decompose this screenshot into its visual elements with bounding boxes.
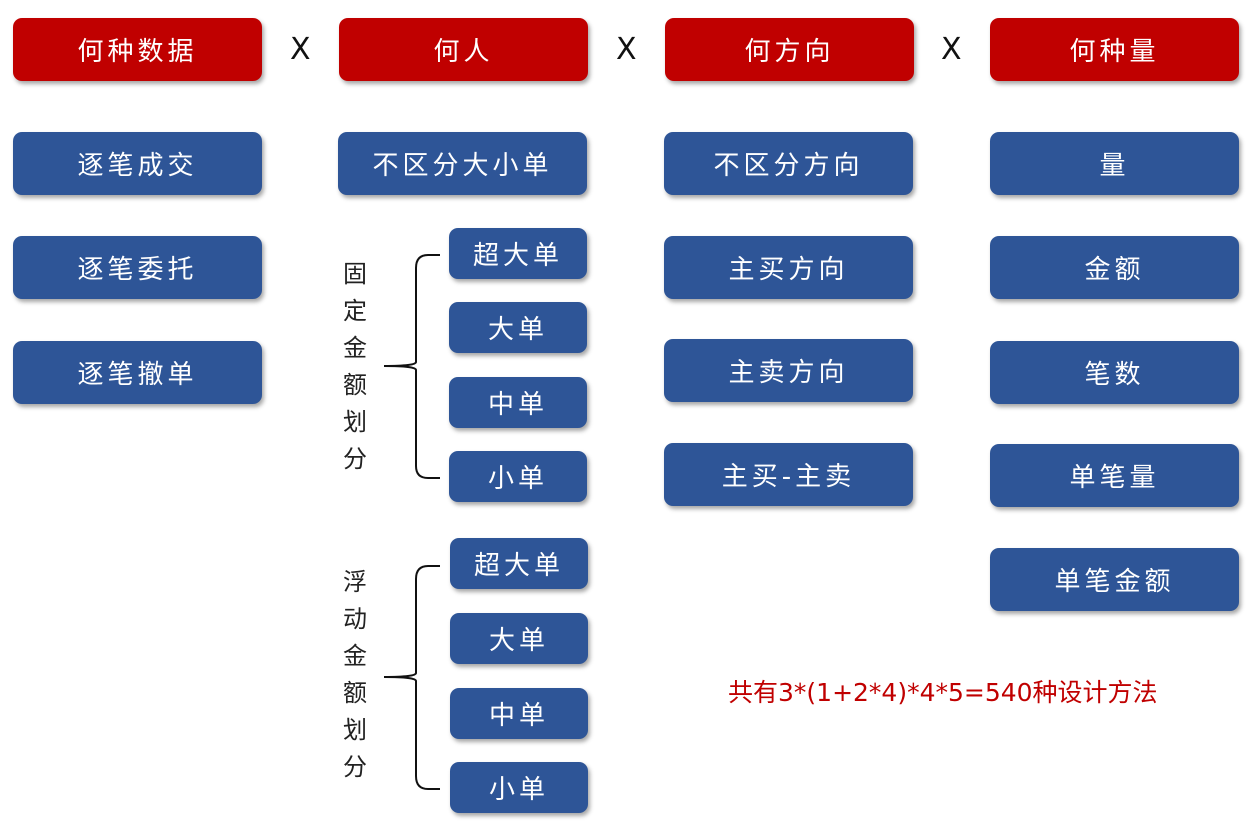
multiply-sign-1: X xyxy=(290,32,311,67)
header-who: 何人 xyxy=(339,18,588,81)
header-direction: 何方向 xyxy=(665,18,914,81)
quantity-per-trade-amount: 单笔金额 xyxy=(990,548,1239,611)
float-large-order: 大单 xyxy=(450,613,588,664)
direction-active-buy: 主买方向 xyxy=(664,236,913,299)
floating-amount-division-label: 浮动金额划分 xyxy=(343,568,367,781)
float-group-bracket xyxy=(383,565,440,790)
who-no-size-distinction: 不区分大小单 xyxy=(338,132,587,195)
direction-active-sell: 主卖方向 xyxy=(664,339,913,402)
data-type-cancel-by-cancel: 逐笔撤单 xyxy=(13,341,262,404)
quantity-volume: 量 xyxy=(990,132,1239,195)
quantity-per-trade-volume: 单笔量 xyxy=(990,444,1239,507)
fixed-large-order: 大单 xyxy=(449,302,587,353)
multiply-sign-2: X xyxy=(616,32,637,67)
quantity-amount: 金额 xyxy=(990,236,1239,299)
fixed-small-order: 小单 xyxy=(449,451,587,502)
fixed-group-bracket xyxy=(383,254,440,479)
data-type-order-by-order: 逐笔委托 xyxy=(13,236,262,299)
fixed-amount-division-label: 固定金额划分 xyxy=(343,260,367,473)
direction-none: 不区分方向 xyxy=(664,132,913,195)
direction-buy-minus-sell: 主买-主卖 xyxy=(664,443,913,506)
float-extra-large-order: 超大单 xyxy=(450,538,588,589)
fixed-medium-order: 中单 xyxy=(449,377,587,428)
header-data-type: 何种数据 xyxy=(13,18,262,81)
quantity-trade-count: 笔数 xyxy=(990,341,1239,404)
float-small-order: 小单 xyxy=(450,762,588,813)
total-combinations-note: 共有3*(1+2*4)*4*5=540种设计方法 xyxy=(728,678,1158,707)
multiply-sign-3: X xyxy=(941,32,962,67)
fixed-extra-large-order: 超大单 xyxy=(449,228,587,279)
data-type-trade-by-trade: 逐笔成交 xyxy=(13,132,262,195)
header-quantity-type: 何种量 xyxy=(990,18,1239,81)
float-medium-order: 中单 xyxy=(450,688,588,739)
